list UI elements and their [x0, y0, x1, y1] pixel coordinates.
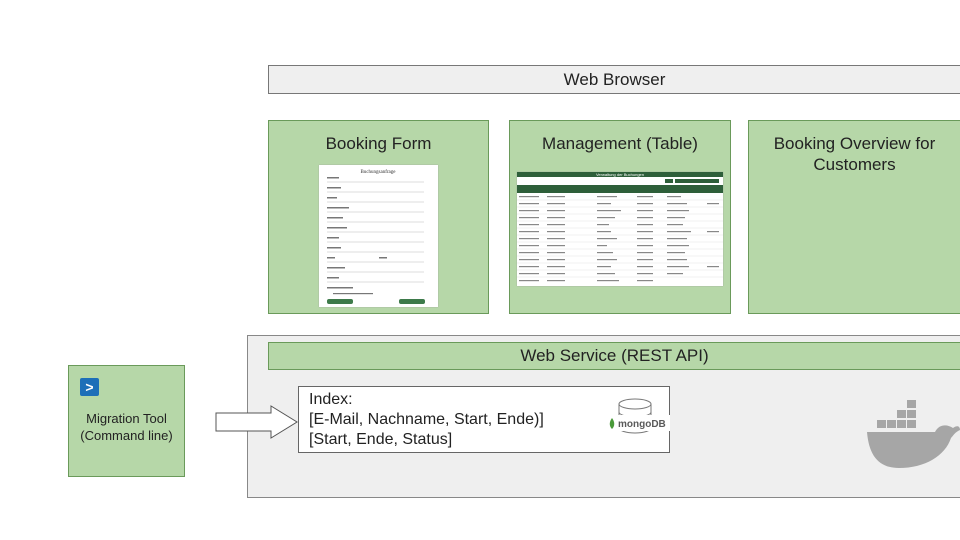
booking-form-fields [327, 181, 424, 283]
management-title: Management (Table) [542, 134, 698, 153]
index-title: Index: [309, 391, 353, 408]
table-title-bar [517, 172, 723, 177]
form-left-button [327, 299, 353, 304]
table-body-rows [519, 196, 719, 282]
booking-form-field-labels [327, 177, 387, 295]
index-box: Index: [E-Mail, Nachname, Start, Ende)] … [298, 386, 670, 453]
migration-arrow [215, 405, 300, 444]
table-header-row [517, 185, 723, 193]
index-line: [Start, Ende, Status] [309, 431, 453, 448]
docker-whale-icon [867, 400, 960, 468]
table-filter-button [665, 179, 673, 183]
docker-logo [865, 398, 960, 475]
mongodb-label: mongoDB [618, 419, 666, 430]
booking-form-heading: Buchungsanfrage [361, 170, 397, 175]
booking-overview-title: Booking Overview for Customers [773, 134, 936, 174]
form-submit-button [399, 299, 425, 304]
powershell-icon: > [80, 378, 99, 396]
management-panel: Management (Table) Verwaltung der Buchun… [509, 120, 731, 314]
management-table-thumbnail: Verwaltung der Buchungen [517, 172, 723, 282]
arrow-right-icon [215, 405, 298, 439]
booking-form-panel: Booking Form Buchungsanfrage [268, 120, 489, 314]
booking-form-thumbnail: Buchungsanfrage [327, 170, 425, 304]
booking-form-screenshot: Buchungsanfrage [319, 165, 438, 307]
mongodb-leaf-icon [609, 418, 615, 429]
web-service-label: Web Service (REST API) [520, 346, 709, 365]
table-action-button [675, 179, 719, 183]
index-line: [E-Mail, Nachname, Start, Ende)] [309, 411, 544, 428]
web-browser-bar: Web Browser [268, 65, 960, 94]
management-screenshot: Verwaltung der Buchungen [517, 172, 723, 286]
booking-form-title: Booking Form [325, 134, 432, 153]
database-icon: mongoDB [608, 398, 670, 434]
booking-overview-panel: Booking Overview for Customers [748, 120, 960, 314]
table-row-dividers [517, 199, 723, 278]
web-browser-label: Web Browser [563, 69, 666, 89]
management-heading: Verwaltung der Buchungen [596, 172, 644, 177]
mongodb-logo: mongoDB [605, 398, 670, 438]
migration-tool-label: Migration Tool (Command line) [80, 411, 173, 443]
migration-tool-box: > Migration Tool (Command line) [68, 365, 185, 477]
web-service-bar: Web Service (REST API) [268, 342, 960, 370]
